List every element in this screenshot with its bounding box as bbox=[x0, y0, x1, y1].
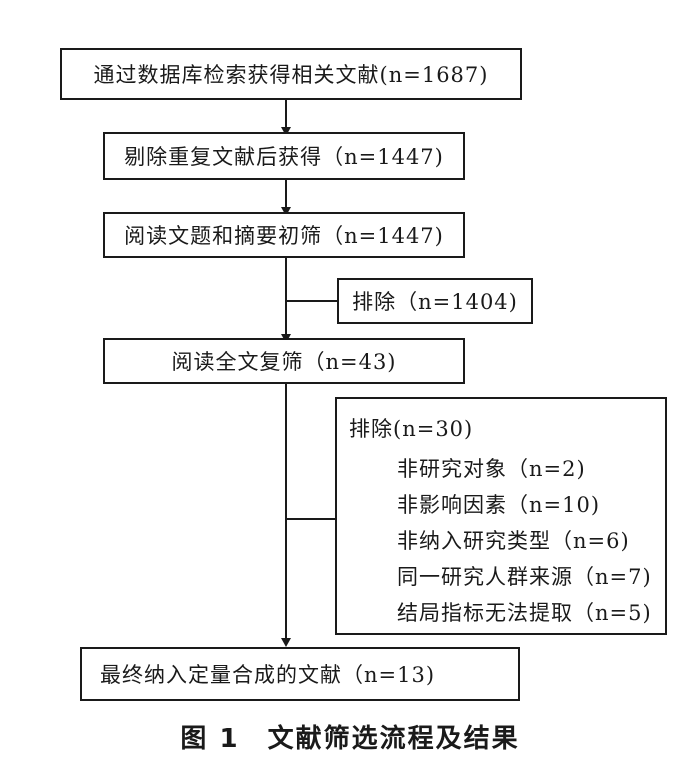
figure-caption: 图 1 文献筛选流程及结果 bbox=[180, 724, 520, 754]
exclusion-reason: 同一研究人群来源（n=7) bbox=[397, 565, 652, 589]
arrow-to-final bbox=[281, 638, 291, 647]
step-remove-duplicates: 剔除重复文献后获得（n=1447) bbox=[103, 132, 465, 180]
step-final-inclusion: 最终纳入定量合成的文献（n=13) bbox=[80, 647, 520, 701]
connector-3-4 bbox=[285, 258, 287, 338]
arrow-to-step3 bbox=[281, 207, 291, 216]
exclusion-box-2: 排除(n=30) 非研究对象（n=2) 非影响因素（n=10) 非纳入研究类型（… bbox=[335, 397, 667, 635]
step-title-abstract-screening: 阅读文题和摘要初筛（n=1447) bbox=[103, 212, 465, 258]
step-final-inclusion-label: 最终纳入定量合成的文献（n=13) bbox=[100, 663, 436, 687]
exclusion-reason: 非研究对象（n=2) bbox=[397, 457, 586, 481]
connector-to-exclude2 bbox=[285, 518, 337, 520]
step-database-search-label: 通过数据库检索获得相关文献(n=1687) bbox=[93, 63, 489, 87]
step-fulltext-screening-label: 阅读全文复筛（n=43) bbox=[171, 350, 397, 374]
arrow-to-step2 bbox=[281, 127, 291, 136]
exclusion-box-1-label: 排除（n=1404) bbox=[352, 290, 518, 314]
exclusion-reason: 非影响因素（n=10) bbox=[397, 493, 601, 517]
exclusion-box-1: 排除（n=1404) bbox=[337, 278, 533, 324]
connector-2-3 bbox=[285, 180, 287, 212]
connector-to-exclude1 bbox=[285, 300, 337, 302]
step-fulltext-screening: 阅读全文复筛（n=43) bbox=[103, 338, 465, 384]
step-database-search: 通过数据库检索获得相关文献(n=1687) bbox=[60, 48, 522, 100]
exclusion-box-2-title: 排除(n=30) bbox=[349, 417, 474, 441]
connector-4-final bbox=[285, 384, 287, 642]
step-remove-duplicates-label: 剔除重复文献后获得（n=1447) bbox=[124, 145, 444, 169]
exclusion-reason: 非纳入研究类型（n=6) bbox=[397, 529, 630, 553]
step-title-abstract-screening-label: 阅读文题和摘要初筛（n=1447) bbox=[124, 224, 444, 248]
connector-1-2 bbox=[285, 100, 287, 132]
exclusion-reason: 结局指标无法提取（n=5) bbox=[397, 601, 652, 625]
